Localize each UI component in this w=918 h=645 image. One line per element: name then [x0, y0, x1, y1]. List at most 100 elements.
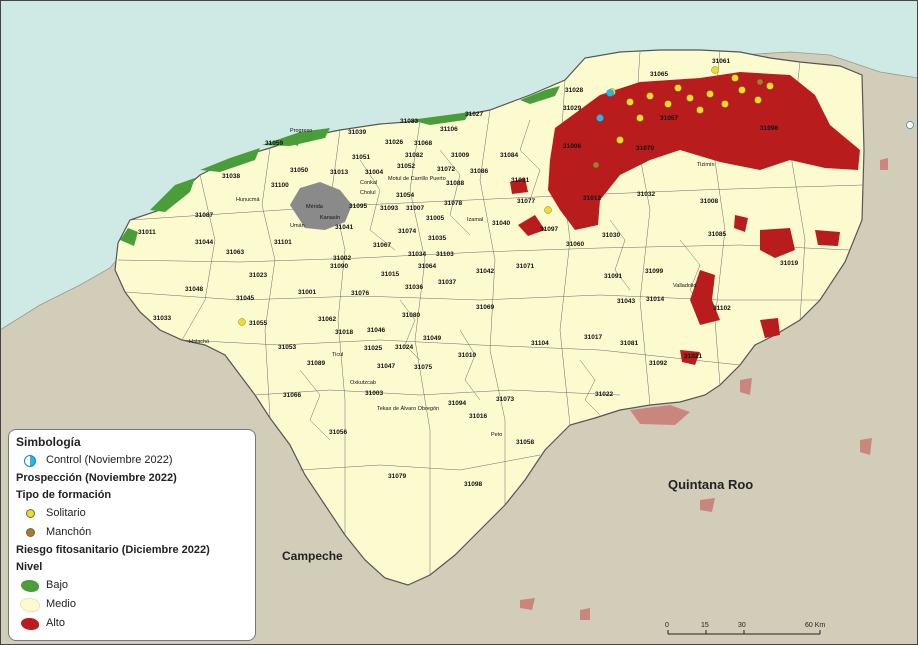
muni-label: 31011 — [138, 229, 156, 236]
muni-label: 31051 — [352, 154, 370, 161]
legend-prospeccion-title: Prospección (Noviembre 2022) — [16, 472, 177, 484]
muni-label: 31060 — [566, 241, 584, 248]
legend-solitario-label: Solitario — [46, 507, 86, 519]
city-label: Oxkutzcab — [350, 380, 376, 386]
muni-label: 31062 — [318, 316, 336, 323]
state-label-qroo: Quintana Roo — [668, 477, 753, 492]
urban-merida — [290, 182, 352, 230]
muni-label: 31085 — [708, 231, 726, 238]
scale-bar: 0 15 30 60 Km — [665, 622, 825, 635]
muni-label: 31029 — [563, 105, 581, 112]
muni-label: 31003 — [365, 390, 383, 397]
muni-label: 31102 — [713, 305, 731, 312]
solitario-point — [711, 66, 719, 74]
muni-label: 31026 — [385, 139, 403, 146]
muni-label: 31050 — [290, 167, 308, 174]
solitario-point — [686, 94, 694, 102]
control-point — [596, 114, 604, 122]
muni-label: 31037 — [438, 279, 456, 286]
muni-label: 31009 — [451, 152, 469, 159]
muni-label: 31012 — [583, 195, 601, 202]
muni-label: 31089 — [307, 360, 325, 367]
scale-tick: 15 — [701, 622, 709, 629]
legend-manchon: Manchón — [16, 523, 248, 542]
muni-label: 31103 — [436, 251, 454, 258]
muni-label: 31096 — [760, 125, 778, 132]
city-label: Valladolid — [673, 283, 696, 289]
muni-label: 31065 — [650, 71, 668, 78]
muni-label: 31101 — [274, 239, 292, 246]
muni-label: 31066 — [283, 392, 301, 399]
muni-label: 31090 — [330, 263, 348, 270]
muni-label: 31008 — [700, 198, 718, 205]
city-label: Cholul — [360, 190, 376, 196]
solitario-point — [766, 82, 774, 90]
solitario-point — [626, 98, 634, 106]
muni-label: 31106 — [440, 126, 458, 133]
medio-swatch-icon — [20, 597, 40, 612]
muni-label: 31076 — [351, 290, 369, 297]
muni-label: 31104 — [531, 340, 549, 347]
muni-label: 31004 — [365, 169, 383, 176]
manchon-point — [592, 161, 600, 169]
muni-label: 31080 — [402, 312, 420, 319]
muni-label: 31094 — [448, 400, 466, 407]
legend-medio: Medio — [16, 595, 248, 614]
muni-label: 31032 — [637, 191, 655, 198]
muni-label: 31098 — [464, 481, 482, 488]
solitario-point — [738, 86, 746, 94]
muni-label: 31077 — [517, 198, 535, 205]
scale-tick: 0 — [665, 622, 669, 629]
muni-label: 31033 — [153, 315, 171, 322]
muni-label: 31082 — [405, 152, 423, 159]
city-label: Tekax de Álvaro Obregón — [377, 405, 439, 412]
muni-label: 31035 — [428, 235, 446, 242]
city-label: Halachó — [189, 339, 209, 345]
legend-alto-label: Alto — [46, 617, 65, 629]
muni-label: 31057 — [660, 115, 678, 122]
bajo-swatch-icon — [21, 579, 39, 592]
muni-label: 31064 — [418, 263, 436, 270]
legend-nivel-title: Nivel — [16, 561, 43, 573]
muni-label: 31017 — [584, 334, 602, 341]
muni-label: 31061 — [712, 58, 730, 65]
muni-label: 31040 — [492, 220, 510, 227]
legend-riesgo-title: Riesgo fitosanitario (Diciembre 2022) — [16, 544, 210, 556]
muni-label: 31047 — [377, 363, 395, 370]
legend-bajo-label: Bajo — [46, 579, 69, 591]
solitario-point — [646, 92, 654, 100]
muni-label: 31049 — [423, 335, 441, 342]
muni-label: 31025 — [364, 345, 382, 352]
muni-label: 31063 — [226, 249, 244, 256]
muni-label: 31034 — [408, 251, 426, 258]
muni-label: 31091 — [604, 273, 622, 280]
muni-label: 31048 — [185, 286, 203, 293]
city-labels: Progreso Hunucmá Mérida Kanasín Umán Con… — [189, 128, 715, 438]
solitario-point — [636, 114, 644, 122]
muni-label: 31038 — [222, 173, 240, 180]
muni-label: 31069 — [476, 304, 494, 311]
solitario-point — [696, 106, 704, 114]
muni-label: 31021 — [684, 353, 702, 360]
legend-control-label: Control (Noviembre 2022) — [46, 454, 173, 466]
legend-alto: Alto — [16, 614, 248, 633]
muni-label: 31014 — [646, 296, 664, 303]
muni-label: 31007 — [406, 205, 424, 212]
muni-label: 31010 — [458, 352, 476, 359]
muni-label: 31056 — [329, 429, 347, 436]
muni-label: 31055 — [249, 320, 267, 327]
scale-tick: 30 — [738, 622, 746, 629]
legend: Simbología Control (Noviembre 2022) Pros… — [8, 429, 256, 641]
legend-manchon-label: Manchón — [46, 526, 92, 538]
muni-label: 31039 — [348, 129, 366, 136]
muni-label: 31068 — [414, 140, 432, 147]
city-label: Izamal — [467, 217, 483, 223]
alto-swatch-icon — [21, 617, 39, 630]
muni-label: 31079 — [388, 473, 406, 480]
city-label: Ticul — [332, 352, 343, 358]
muni-label: 31074 — [398, 228, 416, 235]
muni-label: 31019 — [780, 260, 798, 267]
muni-label: 31028 — [565, 87, 583, 94]
control-symbol-icon — [24, 454, 36, 467]
state-label-campeche: Campeche — [282, 549, 343, 563]
